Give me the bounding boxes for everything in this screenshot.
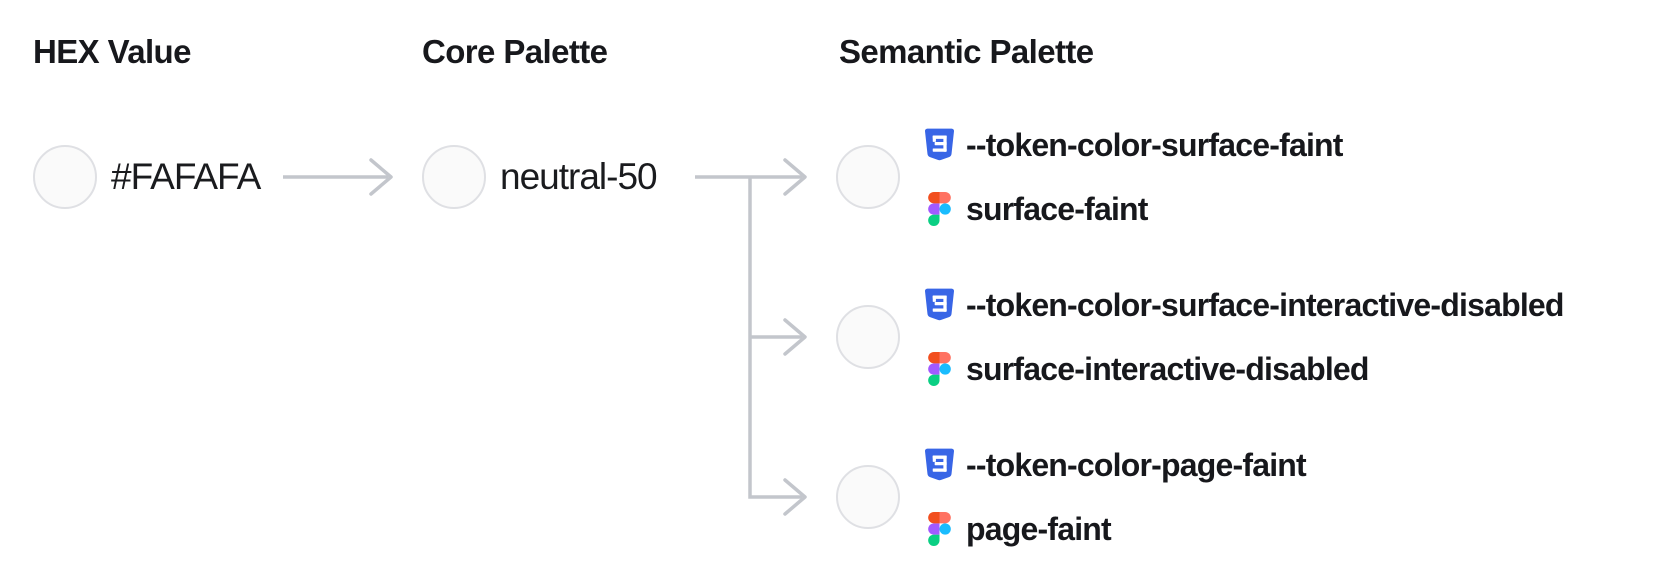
css-variable-label: --token-color-page-faint [966,446,1307,483]
core-palette-node: neutral-50 [422,145,658,209]
figma-style-label: surface-interactive-disabled [966,350,1369,387]
css3-shield-icon [924,448,954,482]
css3-shield-icon [924,128,954,162]
figma-logo-icon [924,512,954,546]
hex-color-swatch [33,145,97,209]
figma-style-label: surface-faint [966,190,1148,227]
figma-logo-icon [924,192,954,226]
core-color-swatch [422,145,486,209]
css3-shield-icon [924,288,954,322]
core-token-label: neutral-50 [500,156,658,197]
figma-style-label: page-faint [966,510,1112,547]
header-core-palette: Core Palette [422,33,608,70]
header-semantic-palette: Semantic Palette [839,33,1094,70]
css-variable-label: --token-color-surface-interactive-disabl… [966,286,1564,323]
hex-value-node: #FAFAFA [33,145,261,209]
css-variable-label: --token-color-surface-faint [966,126,1343,163]
semantic-color-swatch [836,145,900,209]
header-hex-value: HEX Value [33,33,191,70]
semantic-token-row: --token-color-page-faint page-faint [836,433,1307,561]
semantic-token-row: --token-color-surface-faint surface-fain… [836,113,1343,241]
semantic-color-swatch [836,305,900,369]
semantic-color-swatch [836,465,900,529]
figma-logo-icon [924,352,954,386]
hex-value-label: #FAFAFA [111,156,261,197]
semantic-token-row: --token-color-surface-interactive-disabl… [836,273,1564,401]
